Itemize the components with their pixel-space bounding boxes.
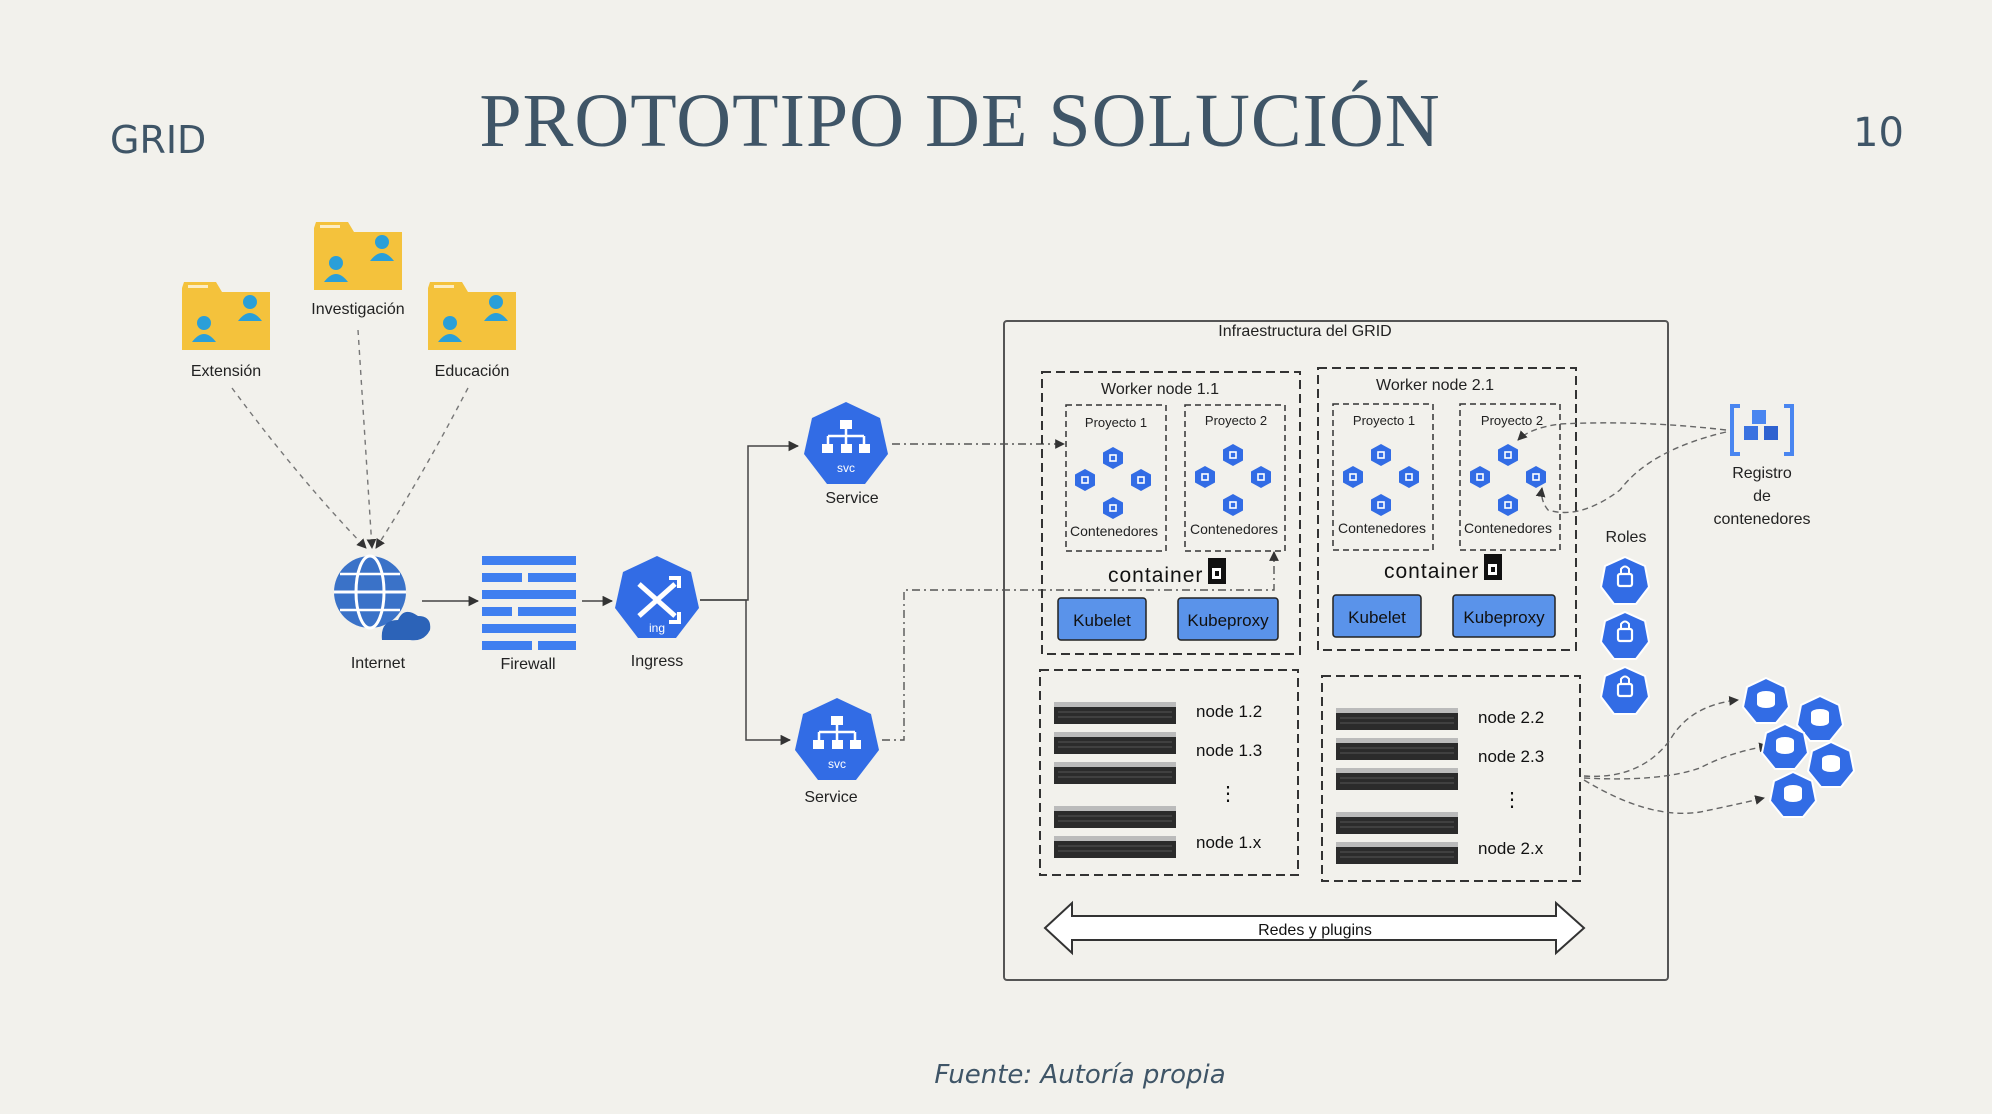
node-2-x: node 2.x xyxy=(1478,839,1544,858)
persistent-volume-icon xyxy=(1761,723,1809,770)
node-2-3: node 2.3 xyxy=(1478,747,1544,766)
worker-1-project-2: Proyecto 2 xyxy=(1205,413,1267,428)
kubeproxy-button xyxy=(1452,594,1556,638)
worker-2-kubeproxy: Kubeproxy xyxy=(1463,608,1545,627)
networks-label: Redes y plugins xyxy=(1258,922,1372,939)
roles-label: Roles xyxy=(1606,529,1647,546)
folder-educacion-label: Educación xyxy=(435,363,510,380)
worker-1-kubeproxy: Kubeproxy xyxy=(1187,611,1269,630)
pod-icon xyxy=(1195,444,1271,516)
service-bottom-icon: svc xyxy=(795,698,879,780)
server-stack-icon xyxy=(1335,707,1459,865)
node-1-2: node 1.2 xyxy=(1196,702,1262,721)
pod-icon xyxy=(1470,444,1546,516)
footer-source: Fuente: Autoría propia xyxy=(934,1060,1226,1090)
service-top-badge: svc xyxy=(837,461,855,475)
folder-extension-icon xyxy=(182,282,270,350)
container-registry-icon xyxy=(1730,404,1794,456)
networks-arrow: Redes y plugins xyxy=(1043,900,1586,956)
worker-1-containers-2: Contenedores xyxy=(1190,521,1278,537)
service-top-label: Service xyxy=(825,490,878,507)
registry-label-2: de xyxy=(1753,488,1771,505)
node-2-2: node 2.2 xyxy=(1478,708,1544,727)
page-number: 10 xyxy=(1853,110,1904,156)
worker-1-containers-1: Contenedores xyxy=(1070,523,1158,539)
infrastructure-frame xyxy=(1003,320,1669,981)
internet-globe-icon xyxy=(334,554,431,641)
node-group-2: node 2.2 node 2.3 ⋮ node 2.x xyxy=(1321,675,1581,882)
persistent-volume-icon xyxy=(1769,771,1817,818)
role-icon xyxy=(1599,555,1651,606)
worker-2-project-1: Proyecto 1 xyxy=(1353,413,1415,428)
folder-educacion-icon xyxy=(428,282,516,350)
persistent-volume-icon xyxy=(1742,677,1790,724)
infrastructure-title: Infraestructura del GRID xyxy=(1218,323,1391,340)
role-icon xyxy=(1599,610,1651,661)
service-top-icon: svc xyxy=(804,402,888,484)
node-group-1: node 1.2 node 1.3 ⋮ node 1.x xyxy=(1039,669,1299,876)
worker-2-project-2: Proyecto 2 xyxy=(1481,413,1543,428)
pod-icon xyxy=(1075,447,1151,519)
service-bottom-label: Service xyxy=(804,789,857,806)
svg-text:container: container xyxy=(1108,564,1203,587)
slide-title: PROTOTIPO DE SOLUCIÓN xyxy=(479,79,1441,163)
service-bottom-badge: svc xyxy=(828,757,846,771)
server-stack-icon xyxy=(1053,701,1177,859)
pod-icon xyxy=(1343,444,1419,516)
internet-label: Internet xyxy=(351,655,406,672)
registry-label-3: contenedores xyxy=(1714,511,1811,528)
worker-2-containers-1: Contenedores xyxy=(1338,520,1426,536)
node-1-x: node 1.x xyxy=(1196,833,1262,852)
folder-investigacion-icon xyxy=(314,222,402,290)
ingress-icon: ing xyxy=(615,556,699,638)
worker-1-title: Worker node 1.1 xyxy=(1101,381,1219,398)
node-2-ellipsis: ⋮ xyxy=(1502,789,1522,811)
kubelet-button xyxy=(1332,594,1422,638)
kubeproxy-button xyxy=(1177,597,1279,641)
worker-1-kubelet: Kubelet xyxy=(1073,611,1131,630)
worker-2-containers-2: Contenedores xyxy=(1464,520,1552,536)
ingress-label: Ingress xyxy=(631,653,683,670)
folder-investigacion-label: Investigación xyxy=(311,301,404,318)
svg-text:container: container xyxy=(1384,560,1479,583)
containerd-logo: container xyxy=(1384,554,1502,583)
node-1-3: node 1.3 xyxy=(1196,741,1262,760)
kubelet-button xyxy=(1057,597,1147,641)
firewall-label: Firewall xyxy=(500,656,555,673)
ingress-badge: ing xyxy=(649,621,665,635)
node-1-ellipsis: ⋮ xyxy=(1218,783,1238,805)
worker-node-1: Worker node 1.1 Proyecto 1 Contenedores … xyxy=(1041,371,1301,655)
worker-node-2: Worker node 2.1 Proyecto 1 Contenedores … xyxy=(1317,367,1577,651)
firewall-icon xyxy=(482,556,576,650)
role-icon xyxy=(1599,665,1651,716)
slide-section-label: GRID xyxy=(110,118,207,162)
worker-1-project-1: Proyecto 1 xyxy=(1085,415,1147,430)
worker-2-title: Worker node 2.1 xyxy=(1376,377,1494,394)
worker-2-kubelet: Kubelet xyxy=(1348,608,1406,627)
persistent-volume-icon xyxy=(1807,741,1855,788)
registry-label-1: Registro xyxy=(1732,465,1792,482)
containerd-logo: container xyxy=(1108,558,1226,587)
folder-extension-label: Extensión xyxy=(191,363,261,380)
